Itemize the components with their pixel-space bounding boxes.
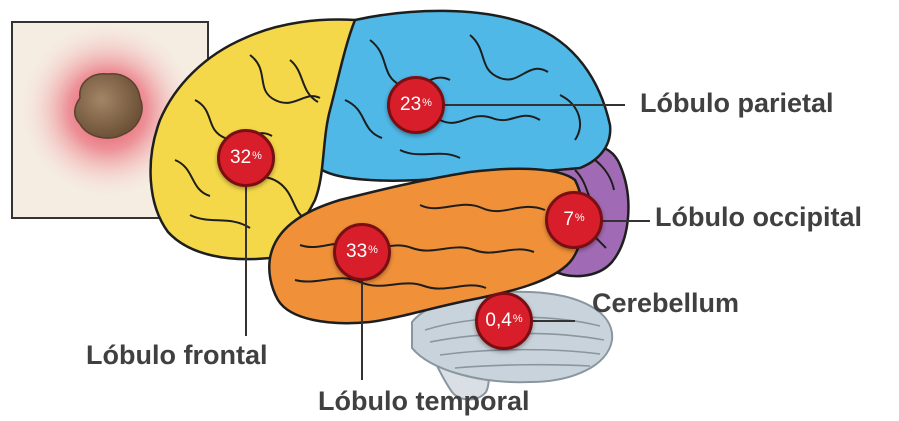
occipital-percent-badge: 7% (545, 191, 603, 249)
parietal-label: Lóbulo parietal (640, 90, 834, 117)
occipital-percent-value: 7 (563, 209, 574, 231)
frontal-percent-badge: 32% (217, 129, 275, 187)
frontal-percent-value: 32 (230, 147, 251, 169)
parietal-percent-badge: 23% (387, 76, 445, 134)
cerebellum-label: Cerebellum (592, 290, 739, 317)
temporal-label: Lóbulo temporal (318, 388, 530, 415)
occipital-label: Lóbulo occipital (655, 204, 862, 231)
cerebellum-percent-unit: % (513, 313, 523, 325)
parietal-lobe (320, 11, 611, 181)
frontal-percent-unit: % (252, 150, 262, 162)
temporal-percent-badge: 33% (333, 223, 391, 281)
cerebellum-percent-value: 0,4 (485, 310, 511, 332)
temporal-percent-value: 33 (346, 241, 367, 263)
temporal-percent-unit: % (368, 244, 378, 256)
frontal-label: Lóbulo frontal (86, 342, 267, 369)
parietal-percent-value: 23 (400, 94, 421, 116)
occipital-percent-unit: % (575, 212, 585, 224)
cerebellum-percent-badge: 0,4% (475, 292, 533, 350)
parietal-percent-unit: % (422, 97, 432, 109)
